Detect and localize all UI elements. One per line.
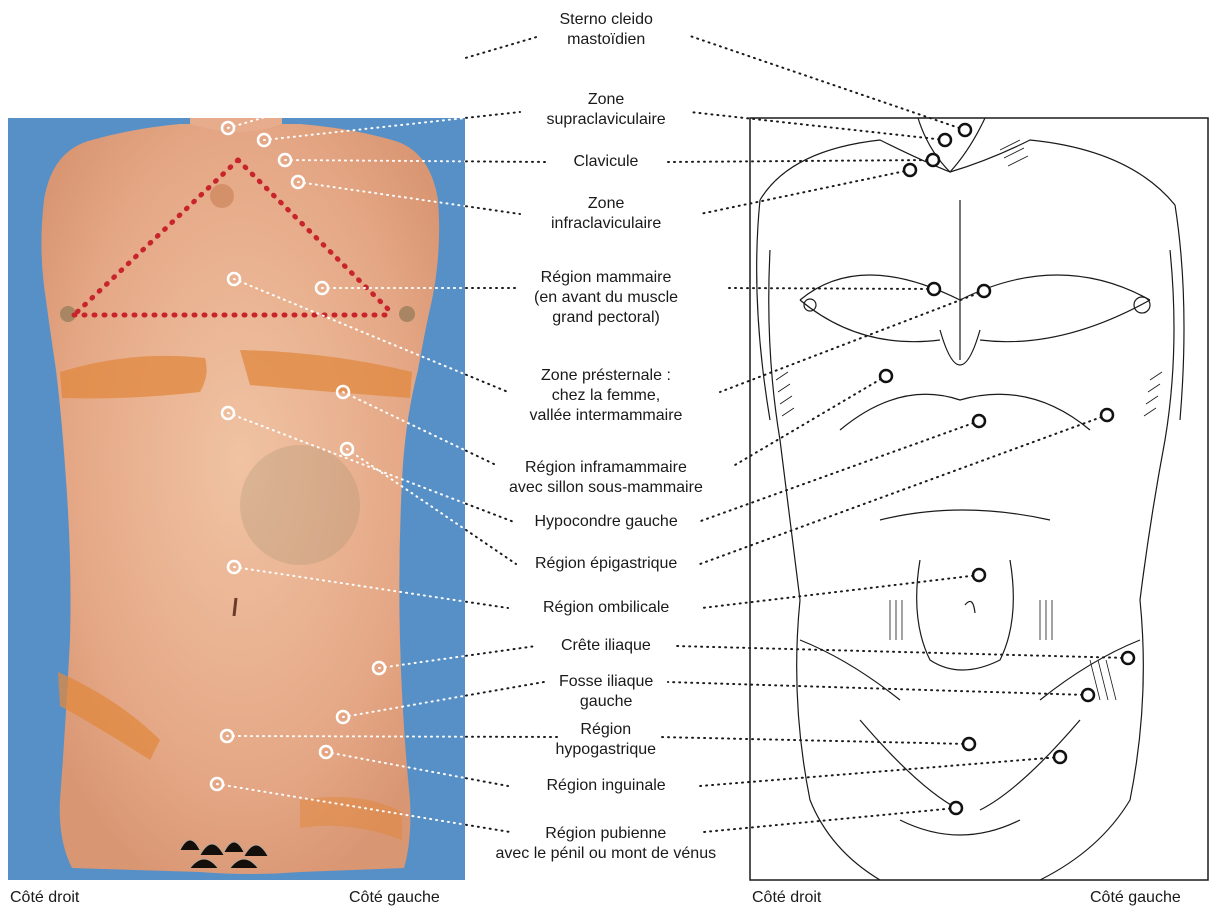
label-line: mastoïdien	[560, 30, 653, 50]
label-line: Zone	[547, 90, 666, 110]
drawing-marker-mammaire	[928, 283, 940, 295]
label-line: chez la femme,	[530, 386, 683, 406]
label-line: Région mammaire	[534, 268, 678, 288]
drawing-marker-inguinale	[1054, 751, 1066, 763]
label-line: hypogastrique	[556, 740, 657, 760]
label-line: Zone	[551, 194, 661, 214]
leader-drawing-inframammaire	[735, 376, 886, 465]
torso-drawing	[750, 118, 1208, 880]
label-epigastrique: Région épigastrique	[535, 554, 677, 574]
drawing-marker-crete	[1122, 652, 1134, 664]
label-line: Sterno cleido	[560, 10, 653, 30]
label-line: Clavicule	[574, 152, 639, 172]
label-line: Région épigastrique	[535, 554, 677, 574]
label-inguinale: Région inguinale	[547, 776, 666, 796]
leader-photo-ext-epigastrique	[466, 530, 516, 564]
label-clavicule: Clavicule	[574, 152, 639, 172]
drawing-marker-pubienne	[950, 802, 962, 814]
label-line: (en avant du muscle	[534, 288, 678, 308]
drawing-marker-supraclav	[939, 134, 951, 146]
leader-drawing-inguinale	[700, 757, 1060, 786]
label-line: vallée intermammaire	[530, 406, 683, 426]
label-line: Crête iliaque	[561, 636, 651, 656]
drawing-marker-epigastrique	[1101, 409, 1113, 421]
drawing-frame	[750, 118, 1208, 880]
label-line: Région inguinale	[547, 776, 666, 796]
label-presternale: Zone présternale :chez la femme,vallée i…	[530, 366, 683, 426]
nipple-left	[399, 306, 415, 322]
label-line: Région	[556, 720, 657, 740]
leader-drawing-clavicule	[668, 160, 933, 162]
drawing-marker-hypocondre	[973, 415, 985, 427]
photo-side-left: Côté gauche	[349, 888, 440, 908]
photo-side-right: Côté droit	[10, 888, 79, 908]
label-line: Région pubienne	[496, 824, 717, 844]
leader-drawing-crete	[676, 646, 1128, 658]
label-hypocondre: Hypocondre gauche	[535, 512, 678, 532]
drawing-side-left: Côté gauche	[1090, 888, 1181, 908]
label-line: avec sillon sous-mammaire	[509, 478, 703, 498]
drawing-marker-clavicule	[927, 154, 939, 166]
label-line: Région inframammaire	[509, 458, 703, 478]
drawing-marker-fosse	[1082, 689, 1094, 701]
label-crete: Crête iliaque	[561, 636, 651, 656]
drawing-marker-sterno	[959, 124, 971, 136]
leader-drawing-pubienne	[704, 808, 956, 832]
leader-drawing-ombilicale	[702, 575, 979, 608]
drawing-side-right: Côté droit	[752, 888, 821, 908]
leader-photo-ext-crete	[466, 646, 536, 656]
label-line: gauche	[559, 692, 653, 712]
label-line: supraclaviculaire	[547, 110, 666, 130]
label-line: avec le pénil ou mont de vénus	[496, 844, 717, 864]
leader-drawing-infraclav	[700, 170, 910, 214]
leader-photo-ext-fosse	[466, 682, 544, 696]
drawing-marker-hypogastrique	[963, 738, 975, 750]
leader-drawing-hypocondre	[698, 421, 979, 522]
leader-photo-ext-hypocondre	[466, 504, 514, 522]
leader-drawing-epigastrique	[700, 415, 1107, 564]
label-line: Hypocondre gauche	[535, 512, 678, 532]
drawing-marker-presternale	[978, 285, 990, 297]
label-line: grand pectoral)	[534, 308, 678, 328]
sternal-notch-mark	[210, 184, 234, 208]
label-ombilicale: Région ombilicale	[543, 598, 669, 618]
leader-photo-sterno	[228, 36, 540, 128]
drawing-marker-ombilicale	[973, 569, 985, 581]
label-line: Fosse iliaque	[559, 672, 653, 692]
label-line: infraclaviculaire	[551, 214, 661, 234]
leader-drawing-sterno	[690, 36, 965, 130]
label-line: Région ombilicale	[543, 598, 669, 618]
leader-drawing-mammaire	[728, 288, 934, 289]
umbilicus	[234, 598, 236, 616]
label-line: Zone présternale :	[530, 366, 683, 386]
drawing-marker-infraclav	[904, 164, 916, 176]
leader-drawing-hypogastrique	[660, 737, 969, 744]
bruise	[240, 445, 360, 565]
drawing-marker-inframammaire	[880, 370, 892, 382]
leader-drawing-supraclav	[690, 112, 945, 140]
